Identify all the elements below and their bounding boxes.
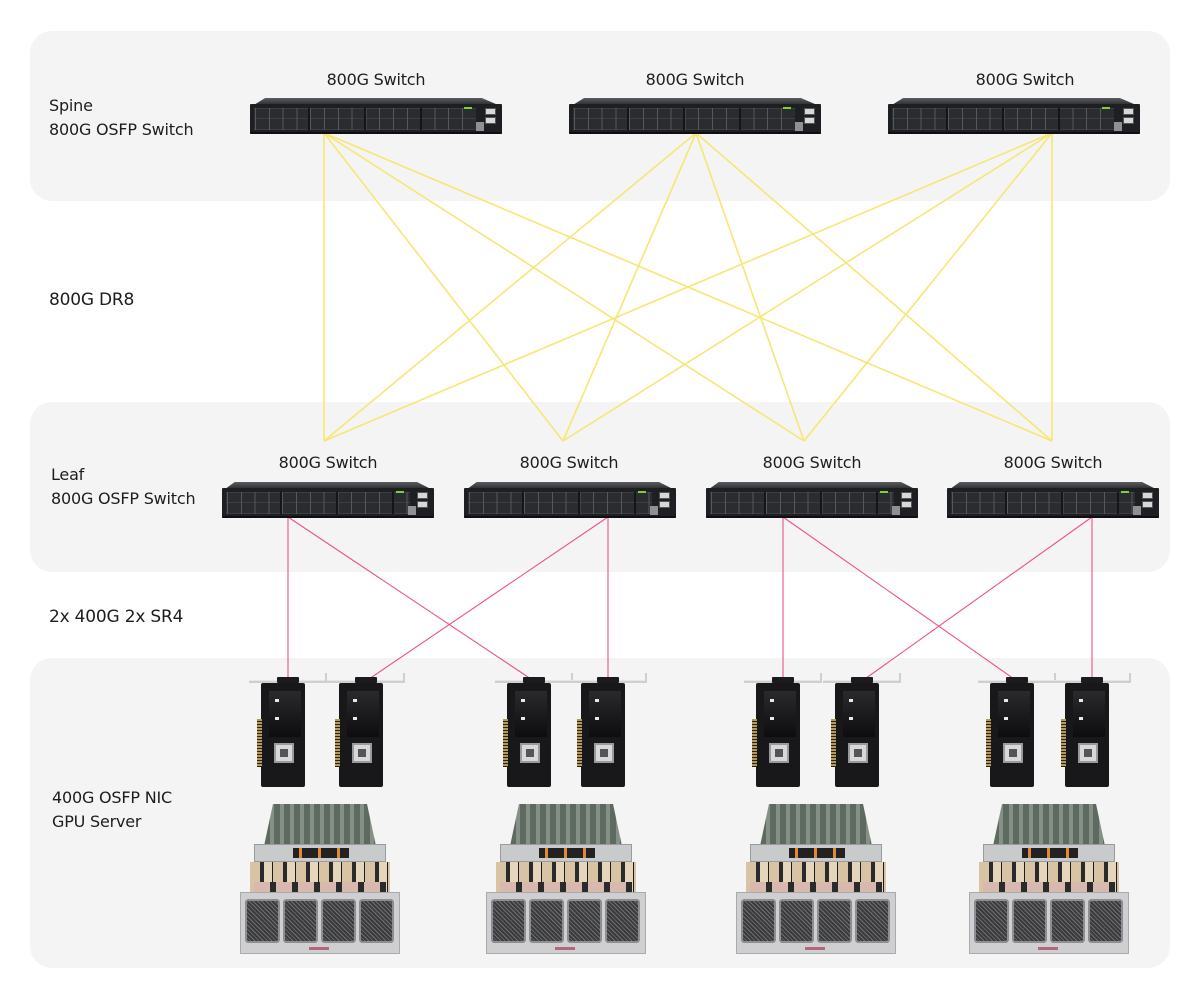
spine-switch-label: 800G Switch (326, 70, 426, 89)
nic-chip-icon (1078, 743, 1098, 763)
nic-card-4[interactable] (569, 673, 649, 789)
fan-icon (283, 899, 318, 943)
spine-switch-2[interactable] (569, 98, 821, 134)
gpu-tray (979, 862, 1119, 892)
leaf-switch-label: 800G Switch (1003, 453, 1103, 472)
compute-layer-title: 400G OSFP NIC (52, 788, 172, 807)
gpu-server-2[interactable] (486, 804, 646, 954)
drive-bay (750, 844, 882, 862)
drive-bay (500, 844, 632, 862)
fan-icon (605, 899, 640, 943)
osfp-port-icon (523, 677, 545, 683)
osfp-port-icon (1006, 677, 1028, 683)
leaf-switch-label: 800G Switch (278, 453, 378, 472)
nic-card-5[interactable] (744, 673, 824, 789)
osfp-ports (710, 492, 894, 514)
fan-icon (321, 899, 356, 943)
nic-chip-icon (274, 743, 294, 763)
drive-bay (254, 844, 386, 862)
fan-icon (817, 899, 852, 943)
status-led-icon (638, 491, 646, 493)
fan-icon (741, 899, 776, 943)
spine-layer-title: Spine (49, 96, 93, 115)
fan-icon (855, 899, 890, 943)
status-led-icon (1121, 491, 1129, 493)
leaf-switch-1[interactable] (222, 482, 434, 518)
fan-icon (491, 899, 526, 943)
nic-chip-icon (594, 743, 614, 763)
spine-leaf-link-label: 800G DR8 (49, 290, 135, 310)
osfp-port-icon (772, 677, 794, 683)
gpu-tray (746, 862, 886, 892)
gpu-tray (250, 862, 390, 892)
osfp-ports (892, 108, 1114, 130)
fan-icon (245, 899, 280, 943)
leaf-layer-label: Leaf 800G OSFP Switch (51, 463, 196, 511)
fan-icon (567, 899, 602, 943)
spine-layer-subtitle: 800G OSFP Switch (49, 120, 194, 139)
gpu-server-3[interactable] (736, 804, 896, 954)
nic-chip-icon (520, 743, 540, 763)
spine-switch-1[interactable] (250, 98, 502, 134)
osfp-ports (254, 108, 476, 130)
fan-icon (974, 899, 1009, 943)
spine-switch-label: 800G Switch (645, 70, 745, 89)
nic-chip-icon (769, 743, 789, 763)
osfp-port-icon (851, 677, 873, 683)
nic-chip-icon (1003, 743, 1023, 763)
nic-card-3[interactable] (495, 673, 575, 789)
fan-icon (779, 899, 814, 943)
osfp-ports (468, 492, 652, 514)
leaf-layer-title: Leaf (51, 465, 85, 484)
spine-layer-label: Spine 800G OSFP Switch (49, 94, 194, 142)
fan-icon (529, 899, 564, 943)
leaf-switch-label: 800G Switch (762, 453, 862, 472)
leaf-switch-3[interactable] (706, 482, 918, 518)
status-led-icon (783, 107, 791, 109)
compute-layer-label: 400G OSFP NIC GPU Server (52, 786, 172, 834)
vendor-badge-icon (805, 947, 825, 950)
fan-icon (1050, 899, 1085, 943)
spine-switch-label: 800G Switch (975, 70, 1075, 89)
nic-card-2[interactable] (327, 673, 407, 789)
vendor-badge-icon (309, 947, 329, 950)
osfp-port-icon (277, 677, 299, 683)
osfp-ports (573, 108, 795, 130)
status-led-icon (464, 107, 472, 109)
fan-icon (1088, 899, 1123, 943)
fan-icon (1012, 899, 1047, 943)
leaf-switch-2[interactable] (464, 482, 676, 518)
osfp-ports (226, 492, 410, 514)
gpu-tray (496, 862, 636, 892)
osfp-ports (951, 492, 1135, 514)
vendor-badge-icon (1038, 947, 1058, 950)
nic-card-7[interactable] (978, 673, 1058, 789)
nic-chip-icon (352, 743, 372, 763)
osfp-port-icon (1081, 677, 1103, 683)
leaf-switch-label: 800G Switch (519, 453, 619, 472)
fan-icon (359, 899, 394, 943)
status-led-icon (880, 491, 888, 493)
gpu-server-4[interactable] (969, 804, 1129, 954)
gpu-server-1[interactable] (240, 804, 400, 954)
leaf-layer-subtitle: 800G OSFP Switch (51, 489, 196, 508)
leaf-nic-link-label: 2x 400G 2x SR4 (49, 607, 184, 627)
status-led-icon (396, 491, 404, 493)
compute-layer-subtitle: GPU Server (52, 812, 142, 831)
nic-chip-icon (848, 743, 868, 763)
osfp-port-icon (355, 677, 377, 683)
osfp-port-icon (597, 677, 619, 683)
leaf-switch-4[interactable] (947, 482, 1159, 518)
vendor-badge-icon (555, 947, 575, 950)
drive-bay (983, 844, 1115, 862)
status-led-icon (1102, 107, 1110, 109)
nic-card-8[interactable] (1053, 673, 1133, 789)
spine-switch-3[interactable] (888, 98, 1140, 134)
nic-card-6[interactable] (823, 673, 903, 789)
nic-card-1[interactable] (249, 673, 329, 789)
